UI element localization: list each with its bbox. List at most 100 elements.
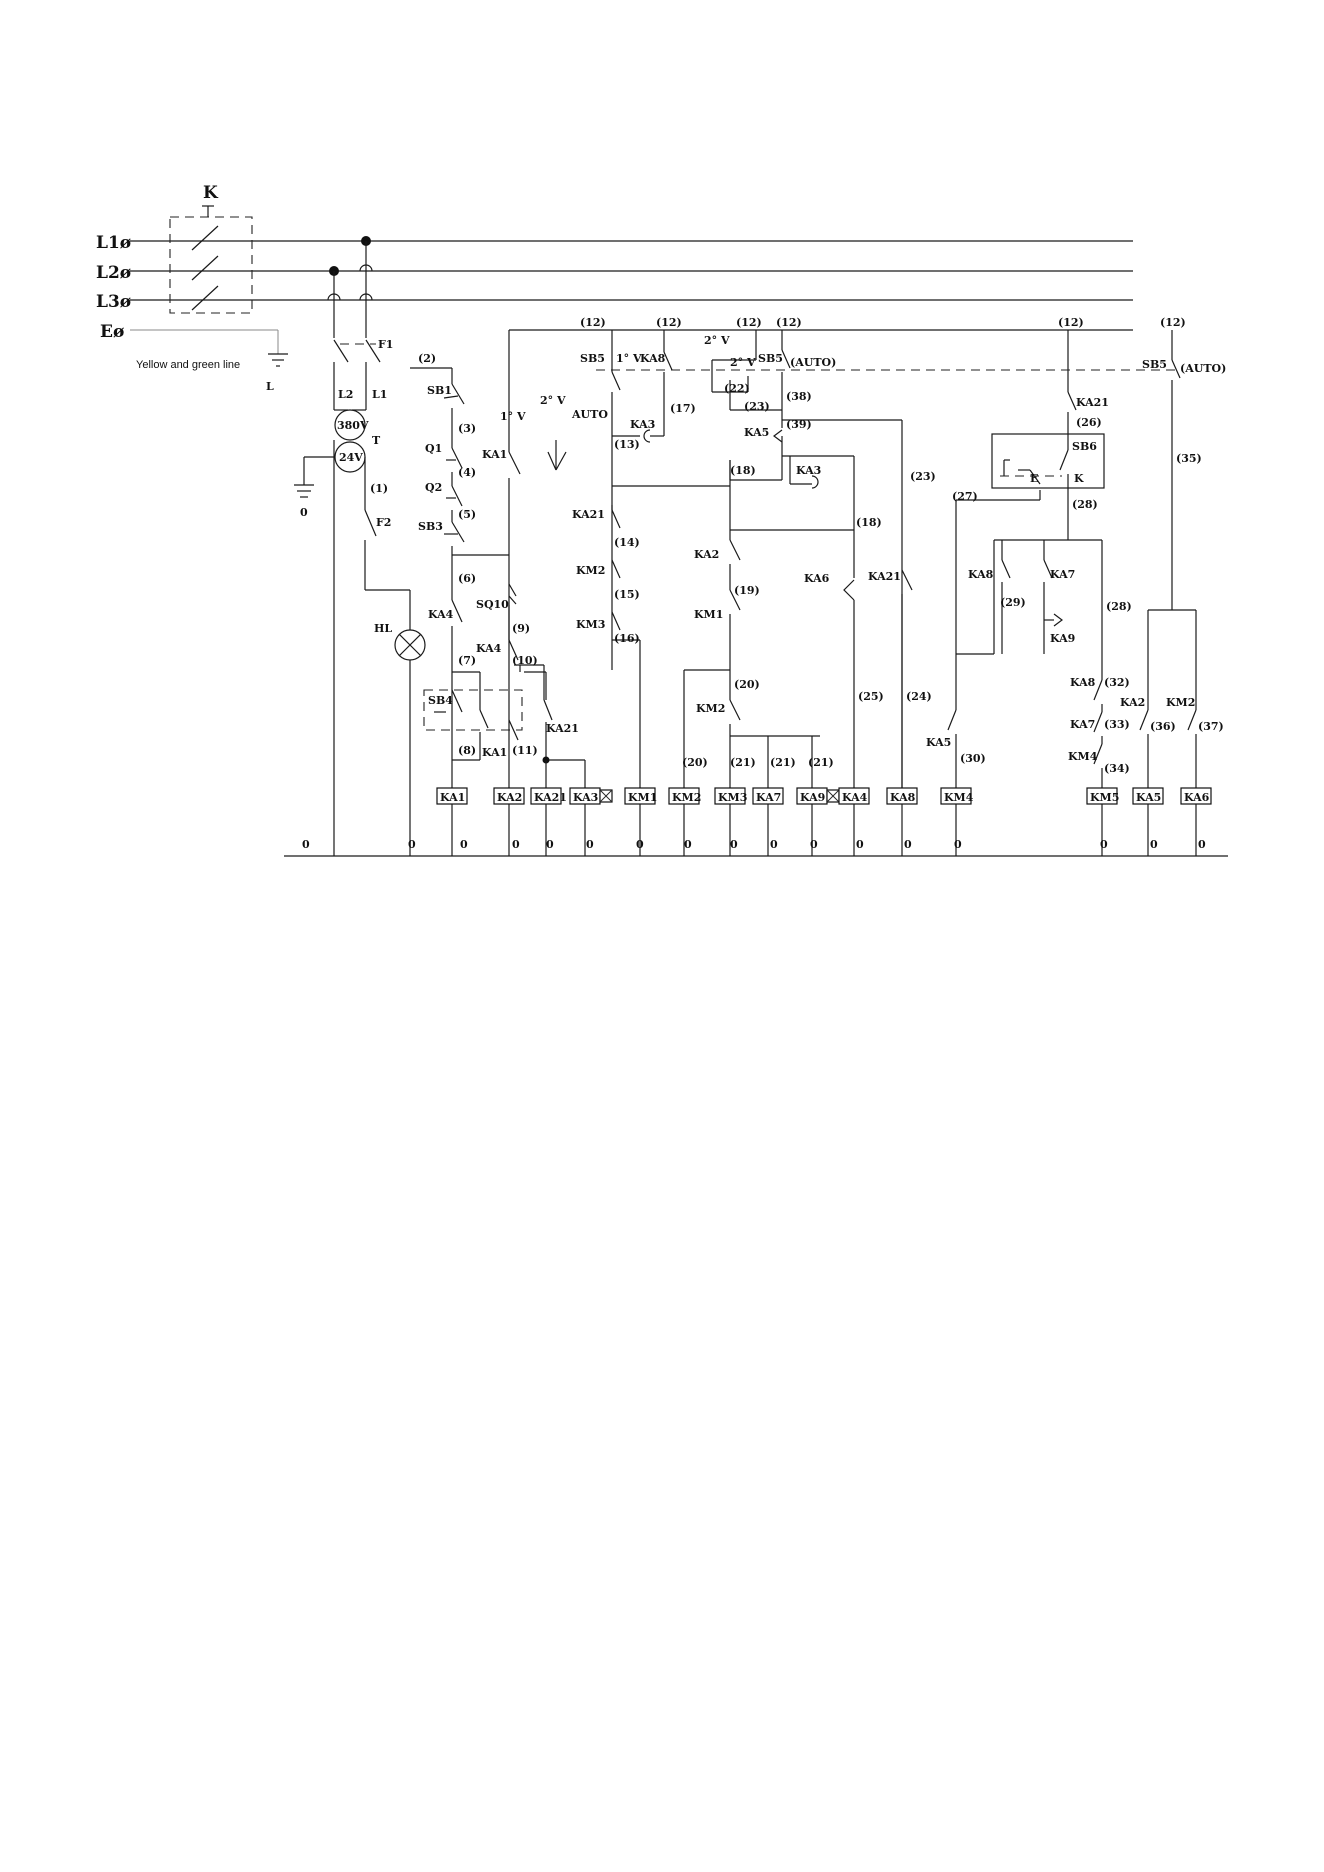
contact-ka21-d: KA21 xyxy=(1076,396,1109,409)
zero-label: 0 xyxy=(904,838,912,851)
ground-label: L xyxy=(266,380,274,393)
right-block xyxy=(947,330,1105,788)
zero-label: 0 xyxy=(684,838,692,851)
node-27: (27) xyxy=(952,490,978,503)
node-12-f: (12) xyxy=(1160,316,1186,329)
selector-auto: AUTO xyxy=(571,408,608,421)
main-switch-label: K xyxy=(203,183,219,203)
main-switch xyxy=(169,205,253,314)
node-13: (13) xyxy=(614,438,640,451)
node-11: (11) xyxy=(512,744,538,757)
coil-ka21: KA21 xyxy=(530,787,567,856)
coil-label: KA5 xyxy=(1136,791,1161,804)
node-38: (38) xyxy=(786,390,812,403)
contact-km3: KM3 xyxy=(576,618,605,631)
node-28-a: (28) xyxy=(1072,498,1098,511)
contact-ka2-b: KA2 xyxy=(1120,696,1145,709)
contact-ka4-a: KA4 xyxy=(428,608,454,621)
zero-label: 0 xyxy=(810,838,818,851)
selector-sw1: 1° V xyxy=(616,352,642,365)
selector-sb6-e: E xyxy=(1030,472,1038,485)
coil-label: KM3 xyxy=(718,791,747,804)
contact-ka5-b: KA5 xyxy=(926,736,951,749)
node-32: (32) xyxy=(1104,676,1130,689)
contact-ka8-b: KA8 xyxy=(968,568,994,581)
coil-km4: KM4 xyxy=(940,787,974,856)
zero-label: 0 xyxy=(954,838,962,851)
line-e-label: Eø xyxy=(100,322,124,342)
contact-ka7-a: KA7 xyxy=(1050,568,1075,581)
coil-ka2: KA2 xyxy=(493,787,525,856)
node-9: (9) xyxy=(512,622,530,635)
node-29: (29) xyxy=(1000,596,1026,609)
selector-sb6-k: K xyxy=(1074,472,1084,485)
contact-sb3: SB3 xyxy=(418,520,443,533)
line-l3-label: L3ø xyxy=(96,292,131,312)
node-6: (6) xyxy=(458,572,476,585)
coil-km2: KM2 xyxy=(668,787,701,856)
coil-label: KA3 xyxy=(573,791,598,804)
contact-km2-c: KM2 xyxy=(1166,696,1195,709)
contact-ka5-a: KA5 xyxy=(744,426,769,439)
zero-label: 0 xyxy=(1100,838,1108,851)
node-4: (4) xyxy=(458,466,476,479)
coil-label: KM1 xyxy=(628,791,657,804)
fuse-f1-label: F1 xyxy=(378,338,393,351)
node-25: (25) xyxy=(858,690,884,703)
lamp-label: HL xyxy=(374,622,392,635)
coil-ka9: KA9 xyxy=(796,787,840,856)
transformer-label: T xyxy=(372,434,381,447)
zero-label: 0 xyxy=(586,838,594,851)
zero-label: 0 xyxy=(546,838,554,851)
coil-label: KM4 xyxy=(944,791,974,804)
coil-label: KM2 xyxy=(672,791,701,804)
contact-km4: KM4 xyxy=(1068,750,1098,763)
coil-ka1: KA1 xyxy=(436,787,468,856)
node-12-a: (12) xyxy=(580,316,606,329)
node-18-a: (18) xyxy=(730,464,756,477)
zero-label: 0 xyxy=(730,838,738,851)
contact-ka1-a: KA1 xyxy=(482,448,507,461)
transformer-secondary-label: 24V xyxy=(339,451,363,464)
coil-ka3: KA3 xyxy=(569,787,613,856)
contact-ka2-a: KA2 xyxy=(694,548,719,561)
transformer-primary-label: 380V xyxy=(337,419,369,432)
selector-sw3: 2° V xyxy=(730,356,756,369)
zero-label: 0 xyxy=(302,838,310,851)
node-15: (15) xyxy=(614,588,640,601)
coil-label: KA7 xyxy=(756,791,781,804)
node-33: (33) xyxy=(1104,718,1130,731)
coil-label: KM5 xyxy=(1090,791,1119,804)
zero-label: 0 xyxy=(408,838,416,851)
contact-ka3-a: KA3 xyxy=(630,418,655,431)
node-12-e: (12) xyxy=(1058,316,1084,329)
fuse-f2-label: F2 xyxy=(376,516,391,529)
line-l1-label: L1ø xyxy=(96,233,131,253)
coil-label: KA2 xyxy=(497,791,522,804)
contact-ka21-a: KA21 xyxy=(546,722,579,735)
contact-sb5-b: SB5 xyxy=(758,352,783,365)
coil-label: KA8 xyxy=(890,791,916,804)
node-8: (8) xyxy=(458,744,476,757)
coil-km1: KM1 xyxy=(624,787,657,856)
node-12-d: (12) xyxy=(776,316,802,329)
contact-ka9: KA9 xyxy=(1050,632,1075,645)
contact-ka21-b: KA21 xyxy=(572,508,605,521)
line-l2-label: L2ø xyxy=(96,263,131,283)
node-3: (3) xyxy=(458,422,476,435)
zero-label: 0 xyxy=(636,838,644,851)
node-19: (19) xyxy=(734,584,760,597)
node-20-b: (20) xyxy=(682,756,708,769)
node-36: (36) xyxy=(1150,720,1176,733)
node-23-b: (23) xyxy=(910,470,936,483)
transformer-zero: 0 xyxy=(300,506,308,519)
node-10: (10) xyxy=(512,654,538,667)
supply-lines xyxy=(130,240,1133,367)
coil-ka4: KA4 xyxy=(838,787,870,856)
zero-label: 0 xyxy=(1150,838,1158,851)
zero-label: 0 xyxy=(512,838,520,851)
node-18-b: (18) xyxy=(856,516,882,529)
contact-km2-b: KM2 xyxy=(696,702,725,715)
